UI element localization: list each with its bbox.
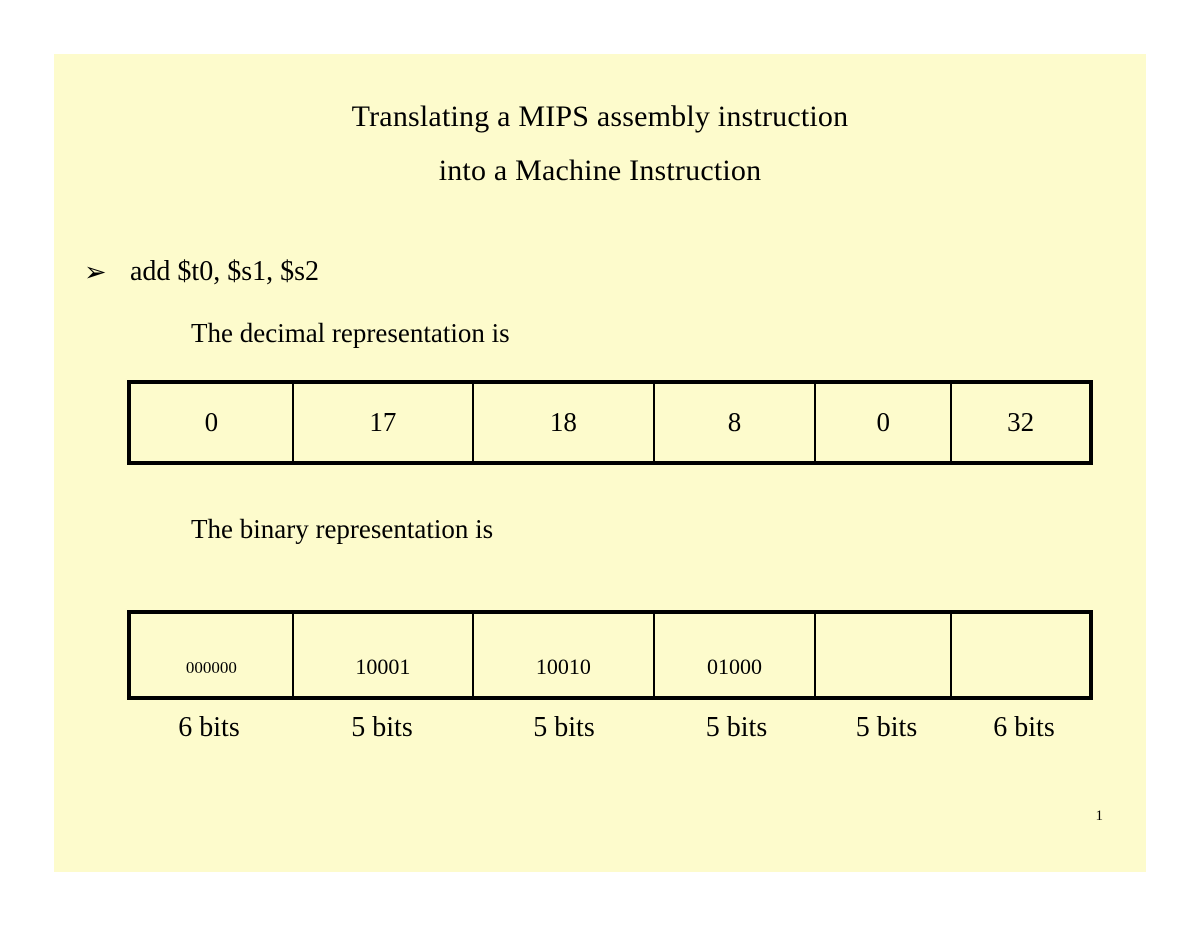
table-cell bbox=[816, 614, 953, 696]
decimal-caption: The decimal representation is bbox=[191, 318, 510, 348]
table-cell: 01000 bbox=[655, 614, 817, 696]
binary-representation-table: 000000 10001 10010 01000 bbox=[127, 610, 1093, 700]
table-cell: 17 bbox=[294, 384, 475, 461]
table-cell: 000000 bbox=[131, 614, 294, 696]
decimal-representation-table: 0 17 18 8 0 32 bbox=[127, 380, 1093, 465]
bit-width-label: 5 bits bbox=[533, 712, 595, 743]
bit-width-label: 6 bits bbox=[178, 712, 240, 743]
bullet-item-instruction: ➢ add $t0, $s1, $s2 bbox=[84, 250, 784, 294]
table-cell: 32 bbox=[1007, 407, 1035, 437]
title-line-1: Translating a MIPS assembly instruction bbox=[351, 100, 849, 133]
bit-width-labels: 6 bits 5 bits 5 bits 5 bits 5 bits 6 bit… bbox=[127, 706, 1093, 750]
title-line-2: into a Machine Instruction bbox=[438, 154, 762, 187]
table-cell: 10010 bbox=[474, 614, 655, 696]
table-cell: 10001 bbox=[294, 614, 475, 696]
table-cell bbox=[952, 614, 1089, 696]
slide-canvas: Translating a MIPS assembly instruction … bbox=[54, 54, 1146, 872]
table-cell: 0 bbox=[816, 384, 953, 461]
assembly-instruction-text: add $t0, $s1, $s2 bbox=[130, 256, 319, 287]
page-number: 1 bbox=[1095, 808, 1104, 824]
binary-caption: The binary representation is bbox=[191, 514, 494, 544]
bit-width-label: 6 bits bbox=[993, 712, 1055, 743]
table-cell: 18 bbox=[474, 384, 655, 461]
table-cell: 0 bbox=[131, 384, 294, 461]
page-title: Translating a MIPS assembly instruction … bbox=[54, 90, 1146, 198]
arrowhead-bullet-icon: ➢ bbox=[84, 256, 107, 288]
table-cell: 8 bbox=[655, 384, 817, 461]
bit-width-label: 5 bits bbox=[705, 712, 768, 743]
bit-width-label: 5 bits bbox=[855, 712, 918, 743]
bit-width-label: 5 bits bbox=[351, 712, 413, 743]
